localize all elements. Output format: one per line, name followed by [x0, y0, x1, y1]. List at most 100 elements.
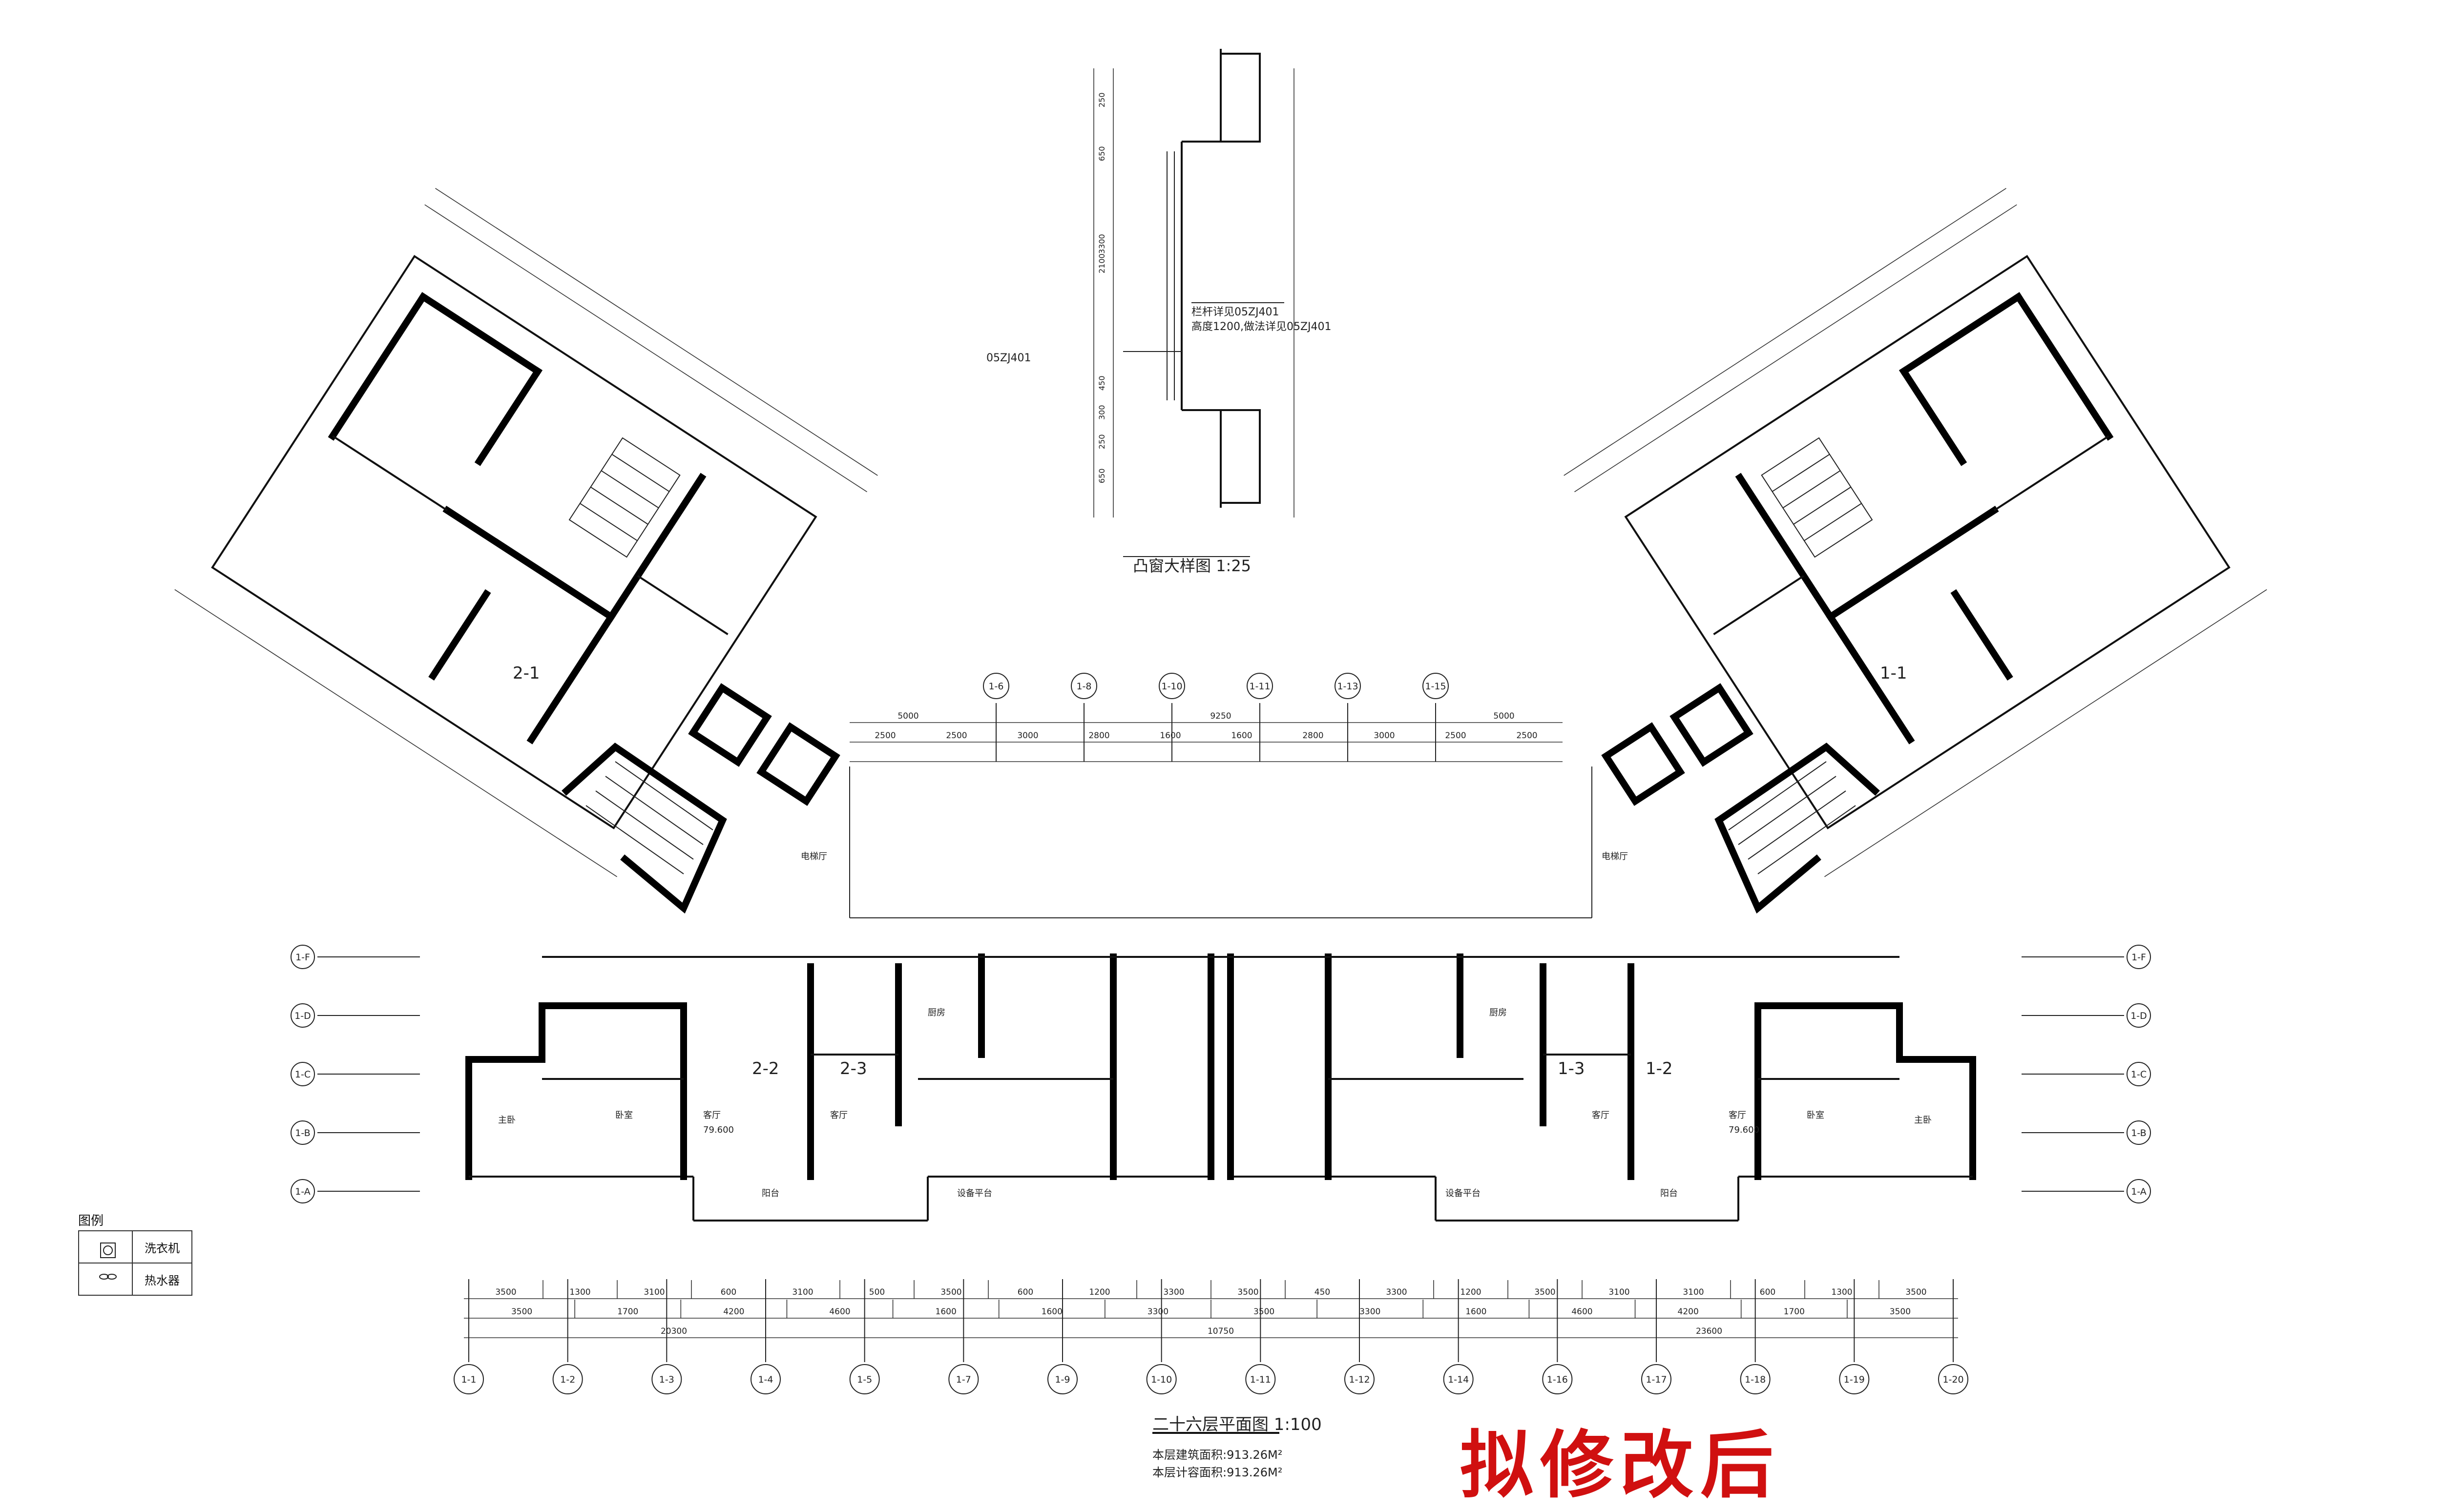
dimension-label: 3500	[1890, 1307, 1911, 1317]
dimension-label: 600	[721, 1287, 736, 1297]
dimension-label: 3500	[1905, 1287, 1926, 1297]
svg-text:1-10: 1-10	[1161, 681, 1182, 692]
detail-ref: 栏杆详见05ZJ401	[1191, 306, 1279, 318]
svg-text:1-C: 1-C	[295, 1069, 311, 1080]
drawing-title: 二十六层平面图 1:100	[1152, 1415, 1322, 1434]
dimension-label: 3100	[1608, 1287, 1629, 1297]
dimension-label: 1200	[1089, 1287, 1110, 1297]
legend-label: 热水器	[132, 1263, 192, 1296]
svg-text:1-1: 1-1	[461, 1374, 476, 1385]
axis-bubble: 1-2	[552, 1364, 583, 1394]
dimension-label: 1300	[1831, 1287, 1852, 1297]
unit-label: 1-1	[1880, 663, 1907, 683]
svg-text:1-11: 1-11	[1250, 1374, 1271, 1385]
axis-bubble: 1-18	[1740, 1364, 1771, 1394]
svg-text:1-14: 1-14	[1448, 1374, 1469, 1385]
svg-text:1-19: 1-19	[1844, 1374, 1865, 1385]
dimension-label: 1600	[936, 1307, 957, 1317]
dimension-label: 3500	[1237, 1287, 1258, 1297]
dimension-label: 2500	[875, 731, 896, 741]
right-axis-bubbles: 1-F1-D1-C1-B1-A	[2022, 945, 2151, 1203]
dimension-label: 250	[1097, 92, 1106, 107]
svg-text:1-5: 1-5	[857, 1374, 872, 1385]
dimension-label: 2800	[1302, 731, 1323, 741]
legend-icon-cell	[78, 1263, 133, 1296]
dimension-label: 4200	[723, 1307, 744, 1317]
room-label: 厨房	[928, 1008, 945, 1018]
svg-text:1-18: 1-18	[1745, 1374, 1766, 1385]
dimension-total: 5000	[1493, 711, 1514, 721]
svg-text:1-D: 1-D	[294, 1011, 311, 1021]
unit-label: 2-3	[840, 1059, 867, 1078]
svg-text:1-A: 1-A	[2131, 1186, 2147, 1197]
axis-bubble: 1-1	[454, 1364, 484, 1394]
dimension-label: 1600	[1042, 1307, 1063, 1317]
dimension-label: 3100	[644, 1287, 665, 1297]
axis-bubble: 1-A	[2127, 1179, 2151, 1203]
room-label: 主卧	[1914, 1115, 1932, 1125]
axis-bubble: 1-C	[291, 1062, 315, 1086]
dimension-label: 4200	[1678, 1307, 1699, 1317]
dimension-label: 3300	[1386, 1287, 1407, 1297]
room-label: 厨房	[1489, 1008, 1507, 1018]
axis-bubble: 1-10	[1159, 673, 1185, 699]
axis-bubble: 1-10	[1146, 1364, 1177, 1394]
dimension-label: 3000	[1017, 731, 1038, 741]
room-label: 阳台	[762, 1188, 779, 1199]
svg-text:1-7: 1-7	[956, 1374, 971, 1385]
axis-bubble: 1-15	[1422, 673, 1449, 699]
area-building: 本层建筑面积:913.26M²	[1152, 1448, 1283, 1462]
axis-bubble: 1-11	[1247, 673, 1273, 699]
axis-bubble: 1-20	[1938, 1364, 1968, 1394]
dimension-total: 20300	[661, 1326, 687, 1336]
svg-text:1-12: 1-12	[1349, 1374, 1370, 1385]
dimension-total: 5000	[897, 711, 918, 721]
room-label: 客厅	[703, 1110, 721, 1120]
dimension-label: 250	[1097, 434, 1106, 449]
left-axis-bubbles: 1-F 1-D 1-C 1-B 1-A	[291, 945, 420, 1203]
dimension-label: 1700	[1784, 1307, 1805, 1317]
dimension-label: 3300	[1163, 1287, 1184, 1297]
dimension-label: 3500	[511, 1307, 532, 1317]
axis-bubble: 1-F	[291, 945, 315, 969]
dimension-total: 23600	[1696, 1326, 1722, 1336]
room-label: 电梯厅	[1602, 851, 1628, 862]
svg-text:1-A: 1-A	[295, 1186, 311, 1197]
dimension-label: 3500	[940, 1287, 961, 1297]
left-core	[562, 683, 840, 914]
axis-bubble: 1-13	[1335, 673, 1361, 699]
svg-text:1-16: 1-16	[1547, 1374, 1568, 1385]
axis-bubble: 1-7	[948, 1364, 979, 1394]
room-labels: 客厅 79.600 主卧 卧室 阳台 厨房 客厅 设备平台 电梯厅 客厅 79.…	[498, 851, 1932, 1199]
dimension-label: 3500	[495, 1287, 516, 1297]
dimension-label: 1200	[1460, 1287, 1481, 1297]
dimension-label: 2800	[1088, 731, 1109, 741]
dimension-label: 3300	[1359, 1307, 1380, 1317]
axis-bubble: 1-17	[1641, 1364, 1671, 1394]
right-wing	[1564, 188, 2267, 877]
axis-bubble: 1-14	[1443, 1364, 1474, 1394]
room-label: 设备平台	[957, 1188, 992, 1199]
axis-bubble: 1-4	[751, 1364, 781, 1394]
room-label: 客厅	[830, 1110, 848, 1120]
svg-text:1-8: 1-8	[1076, 681, 1091, 692]
axis-bubble: 1-D	[291, 1003, 315, 1028]
svg-text:1-B: 1-B	[295, 1128, 310, 1139]
svg-text:1-17: 1-17	[1646, 1374, 1667, 1385]
dimension-label: 1600	[1231, 731, 1252, 741]
axis-bubble: 1-6	[983, 673, 1009, 699]
dimension-label: 3500	[1253, 1307, 1274, 1317]
legend-title: 图例	[78, 1214, 104, 1228]
right-core	[1601, 683, 1880, 914]
svg-text:1-4: 1-4	[758, 1374, 773, 1385]
elevation-label: 79.600	[1729, 1125, 1759, 1135]
axis-bubble: 1-F	[2127, 945, 2151, 969]
left-wing	[174, 188, 878, 877]
bay-window-detail: 05ZJ401 栏杆详见05ZJ401 高度1200,做法详见05ZJ401 凸…	[986, 49, 1332, 575]
legend-icon-cell	[78, 1230, 133, 1263]
svg-text:1-11: 1-11	[1249, 681, 1270, 692]
